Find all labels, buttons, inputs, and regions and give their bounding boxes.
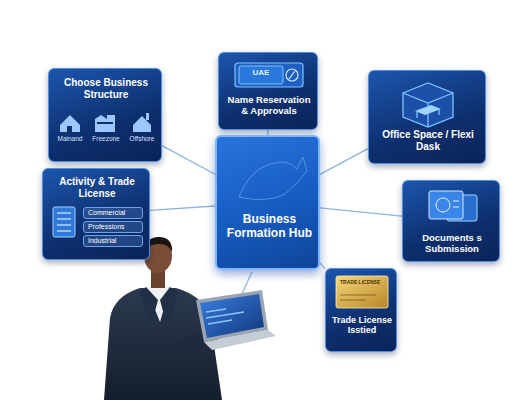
node-title: Trade License Isstied (329, 315, 395, 336)
option-label: Freezone (87, 135, 125, 142)
node-title: Name Reservation & Approvals (223, 95, 315, 117)
activity-item: Professions (83, 221, 143, 233)
step-box: Office Space / Flexi Dask (368, 70, 486, 164)
step-box: UAE Name Reservation & Approvals (218, 52, 318, 130)
step-box: Documents s Submission (402, 180, 500, 262)
connector-line (320, 263, 325, 269)
node-title: Documents s Submission (407, 233, 497, 255)
connector-line (320, 149, 368, 175)
connector-line (150, 206, 215, 210)
option-label: Offshore (123, 135, 161, 142)
option-label: Mainand (51, 135, 89, 142)
screen-label: UAE (241, 68, 281, 77)
step-box: TRADE LICENSE Trade License Isstied (325, 268, 397, 352)
connector-line (320, 208, 402, 216)
laptop-figure (196, 290, 276, 350)
node-icon (217, 137, 322, 272)
activity-item: Industrial (83, 235, 143, 247)
activity-item: Commercial (83, 207, 143, 219)
node-title: Office Space / Flexi Dask (374, 129, 482, 152)
card-label: TRADE LICENSE (340, 280, 384, 286)
node-title: Activity & Trade License (47, 176, 147, 199)
hub-box: Business Formation Hub (215, 135, 320, 270)
connector-line (162, 146, 215, 175)
step-box: Choose Business StructureMainandFreezone… (48, 68, 162, 162)
step-box: Activity & Trade LicenseCommercialProfes… (42, 168, 150, 260)
node-icon (219, 53, 319, 131)
hub-title: Business Formation Hub (222, 213, 317, 241)
node-title: Choose Business Structure (54, 77, 158, 100)
